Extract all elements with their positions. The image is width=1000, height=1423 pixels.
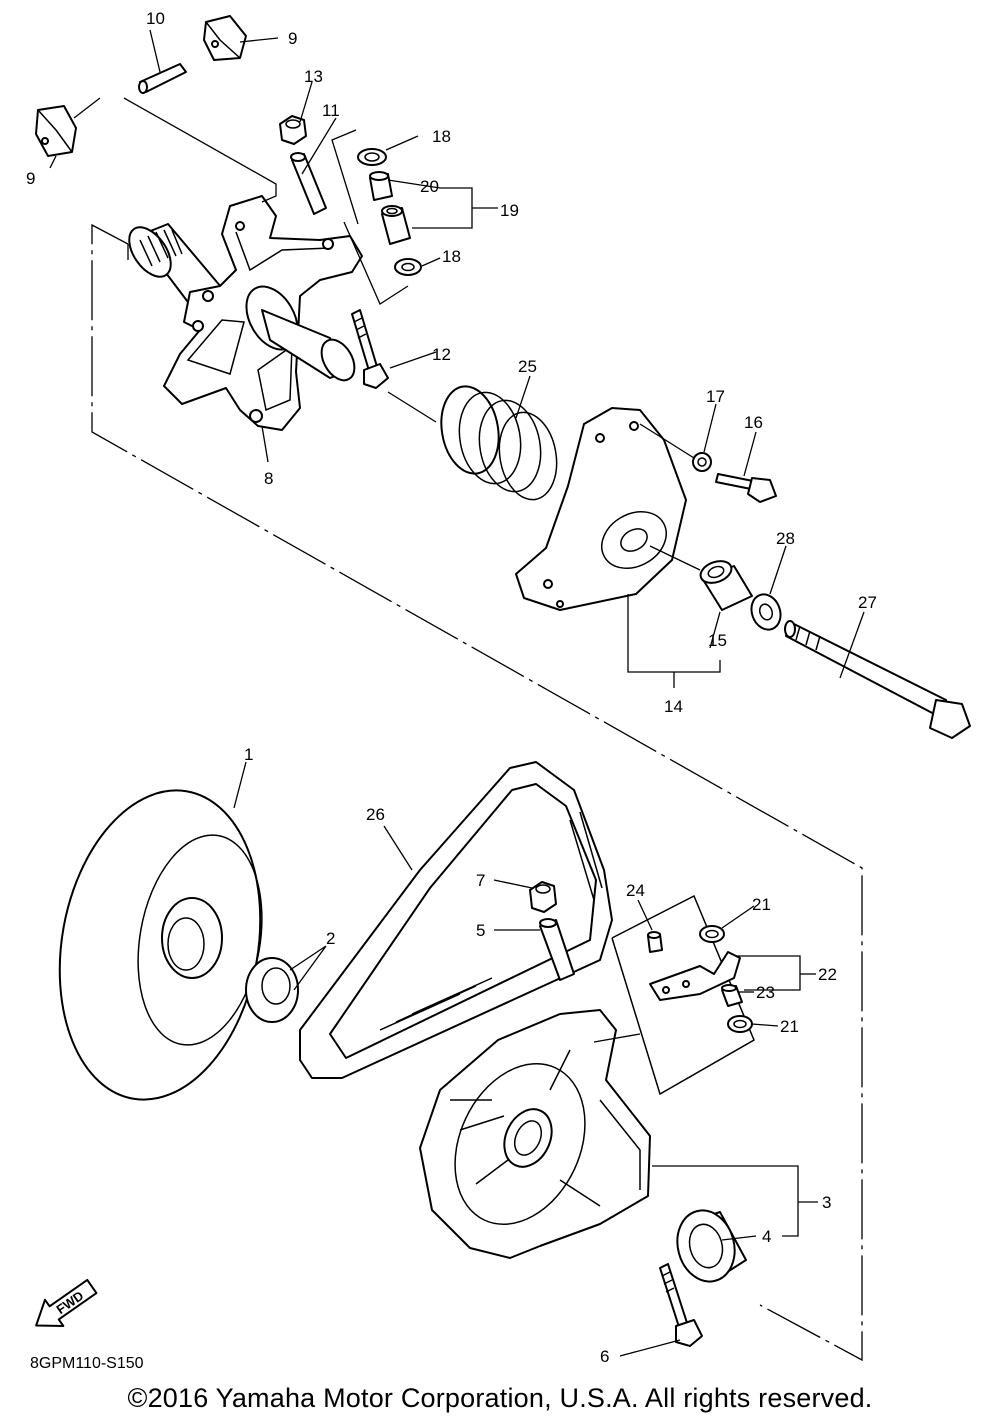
assembly-boundary (91, 223, 863, 1362)
callout-21-top: 21 (752, 895, 771, 914)
collar-23 (721, 984, 743, 1007)
bolt-6 (659, 1263, 703, 1347)
compression-spring-25 (440, 385, 558, 501)
bolt-16 (715, 473, 777, 503)
bushing-15 (699, 560, 753, 611)
callout-8: 8 (264, 469, 273, 488)
roller-weight-lower (35, 105, 77, 157)
callout-15: 15 (708, 631, 727, 650)
v-belt-26 (299, 761, 613, 1079)
washer-21-bottom (727, 1015, 753, 1033)
callout-2: 2 (326, 929, 335, 948)
callout-13: 13 (304, 67, 323, 86)
callout-14: 14 (664, 697, 683, 716)
exploded-parts-diagram: 10 9 9 13 11 18 20 19 18 12 25 8 17 16 2… (26, 9, 971, 1366)
callout-20: 20 (420, 177, 439, 196)
copyright-notice: ©2016 Yamaha Motor Corporation, U.S.A. A… (127, 1383, 873, 1413)
callout-17: 17 (706, 387, 725, 406)
cap-assembly-14 (515, 407, 687, 611)
callout-22: 22 (818, 965, 837, 984)
pin-24 (647, 931, 663, 953)
callout-24: 24 (626, 881, 645, 900)
callout-1: 1 (244, 745, 253, 764)
callout-25: 25 (518, 357, 537, 376)
bushing-20-a (369, 171, 393, 201)
fwd-direction-arrow: FWD (35, 1278, 98, 1327)
callout-18-bottom: 18 (442, 247, 461, 266)
diagram-reference-code: 8GPM110-S150 (30, 1355, 144, 1372)
sheave-assembly-3 (419, 1009, 651, 1259)
movable-sheave-1 (58, 789, 263, 1101)
callout-9-upper: 9 (288, 29, 297, 48)
spider-assembly (128, 195, 363, 431)
washer-18-top (357, 148, 387, 166)
callout-7: 7 (476, 871, 485, 890)
bearing-4 (676, 1209, 747, 1283)
leader-lines (49, 29, 865, 1357)
callout-11: 11 (322, 101, 340, 120)
callout-19: 19 (500, 201, 519, 220)
callout-18-top: 18 (432, 127, 451, 146)
bushing-20-b (381, 205, 411, 245)
callout-labels: 10 9 9 13 11 18 20 19 18 12 25 8 17 16 2… (26, 9, 877, 1366)
callout-21-bottom: 21 (780, 1017, 799, 1036)
callout-6: 6 (600, 1347, 609, 1366)
callout-16: 16 (744, 413, 763, 432)
ring-2 (245, 957, 299, 1023)
washer-17 (692, 452, 712, 472)
hex-nut-7 (529, 881, 557, 913)
washer-18-bottom (394, 258, 422, 276)
callout-5: 5 (476, 921, 485, 940)
washer-28 (750, 593, 782, 631)
guide-assembly-22 (611, 894, 755, 1096)
roller-weight-upper (203, 15, 247, 61)
bolt-12 (351, 309, 389, 389)
collar-5 (539, 918, 575, 981)
callout-26: 26 (366, 805, 385, 824)
collar-11 (290, 152, 327, 215)
hex-nut-13 (279, 115, 307, 145)
callout-27: 27 (858, 593, 877, 612)
callout-28: 28 (776, 529, 795, 548)
washer-21-top (699, 925, 725, 943)
callout-12: 12 (432, 345, 451, 364)
callout-23: 23 (756, 983, 775, 1002)
callout-9-lower: 9 (26, 169, 35, 188)
callout-3: 3 (822, 1193, 831, 1212)
weight-pin (138, 63, 187, 94)
callout-4: 4 (762, 1227, 771, 1246)
long-bolt-27 (784, 620, 971, 739)
callout-10: 10 (146, 9, 165, 28)
